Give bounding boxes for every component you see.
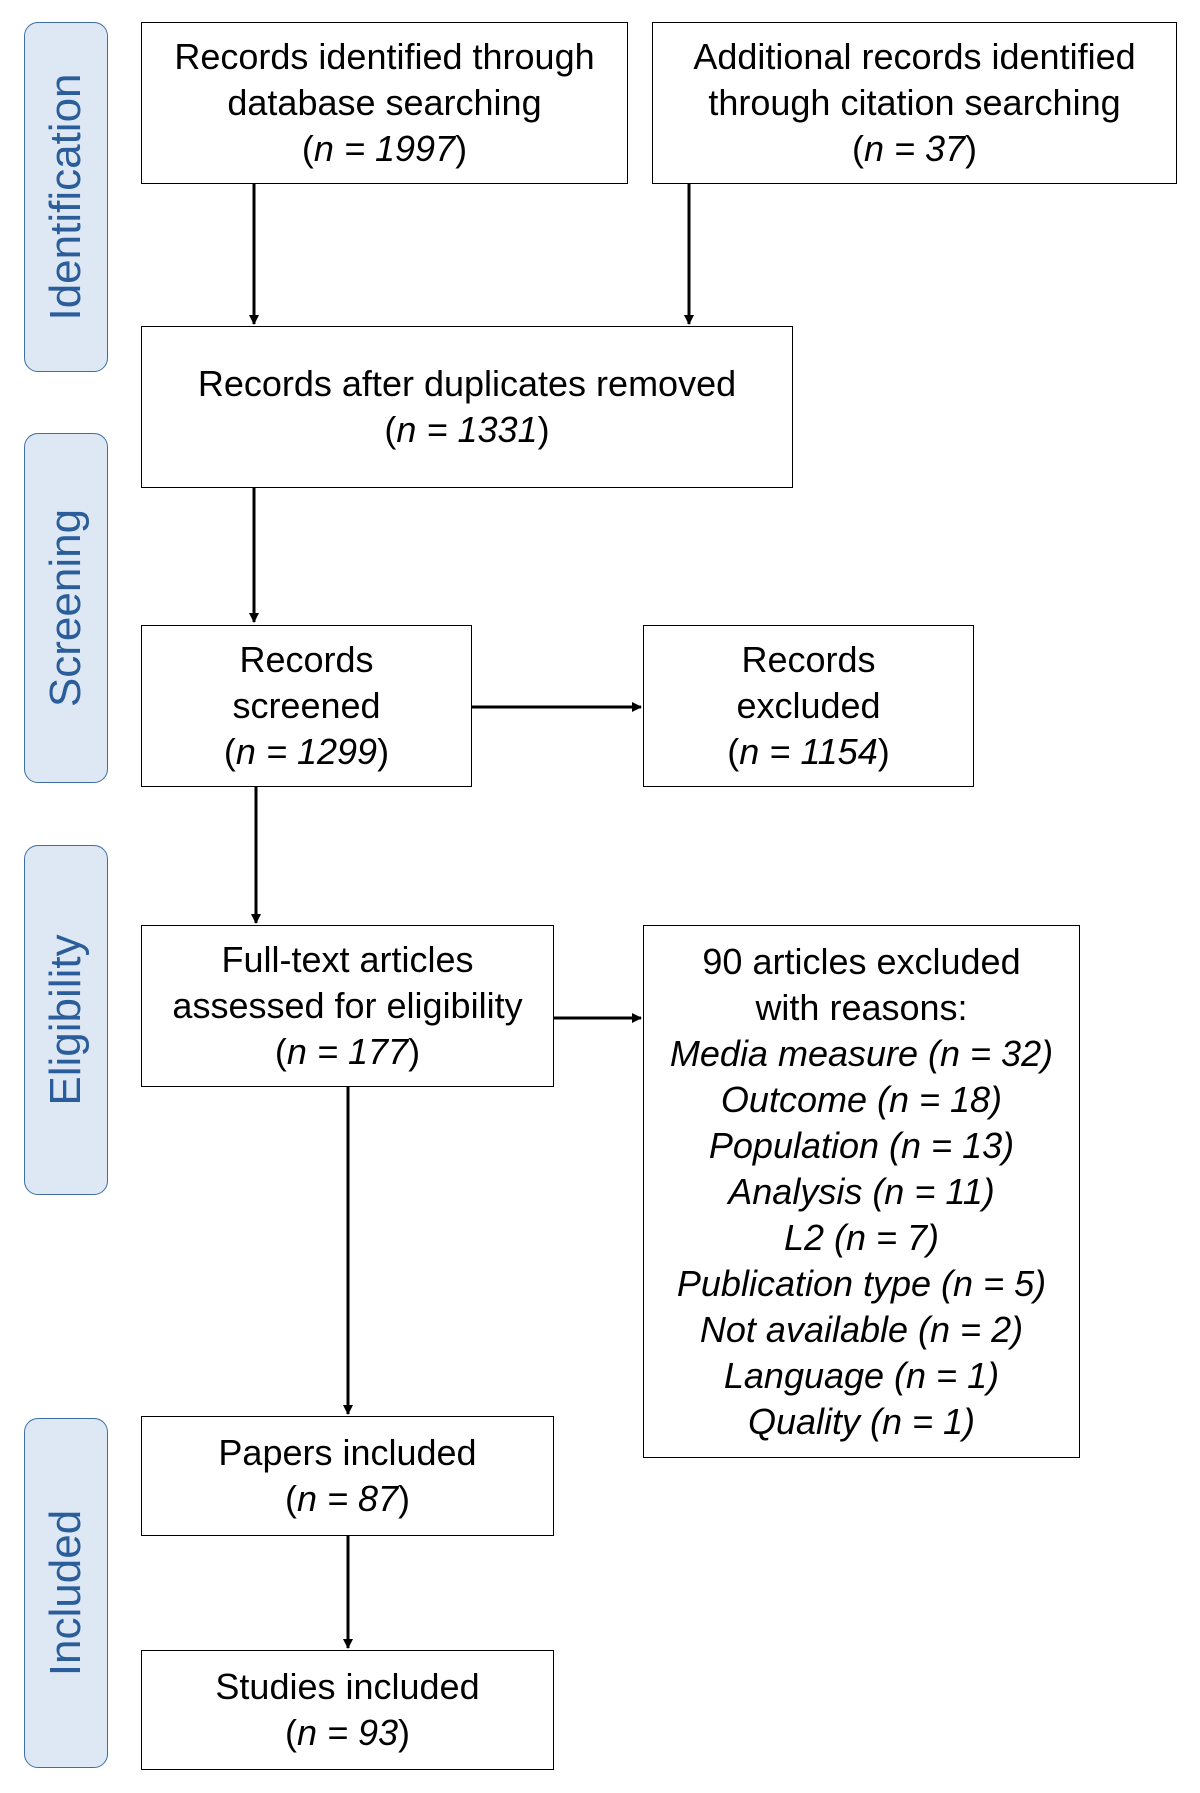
reason-item: L2 (n = 7): [783, 1216, 940, 1258]
screened-count: (n = 1299): [223, 731, 390, 772]
box-studies-included: Studies included (n = 93): [141, 1650, 554, 1770]
database-count: (n = 1997): [301, 128, 468, 169]
reason-item: Population (n = 13): [708, 1124, 1015, 1166]
box-fulltext-assessed: Full-text articles assessed for eligibil…: [141, 925, 554, 1087]
screened-line-1: Records: [239, 639, 374, 680]
box-exclusion-reasons: 90 articles excluded with reasons: Media…: [643, 925, 1080, 1458]
studies-count: (n = 93): [284, 1712, 411, 1753]
reason-item: Analysis (n = 11): [728, 1170, 995, 1212]
reason-item: Quality (n = 1): [747, 1400, 976, 1442]
fulltext-count: (n = 177): [274, 1031, 421, 1072]
box-records-screened: Records screened (n = 1299): [141, 625, 472, 787]
database-line-2: database searching: [227, 82, 542, 123]
excluded-count: (n = 1154): [727, 731, 890, 772]
phase-included: Included: [24, 1418, 108, 1768]
phase-screening: Screening: [24, 433, 108, 783]
phase-eligibility: Eligibility: [24, 845, 108, 1195]
box-after-duplicates: Records after duplicates removed (n = 13…: [141, 326, 793, 488]
duplicates-line-1: Records after duplicates removed: [197, 363, 737, 404]
box-database-records: Records identified through database sear…: [141, 22, 628, 184]
reasons-heading-2: with reasons:: [755, 986, 968, 1028]
database-line-1: Records identified through: [174, 36, 595, 77]
reasons-heading-1: 90 articles excluded: [702, 940, 1021, 982]
reason-item: Not available (n = 2): [699, 1308, 1024, 1350]
papers-count: (n = 87): [284, 1478, 411, 1519]
phase-identification: Identification: [24, 22, 108, 372]
reason-item: Publication type (n = 5): [676, 1262, 1047, 1304]
excluded-line-2: excluded: [736, 685, 881, 726]
reason-item: Language (n = 1): [723, 1354, 1000, 1396]
fulltext-line-1: Full-text articles: [221, 939, 474, 980]
duplicates-count: (n = 1331): [384, 409, 550, 450]
box-papers-included: Papers included (n = 87): [141, 1416, 554, 1536]
citation-count: (n = 37): [851, 128, 978, 169]
papers-line-1: Papers included: [218, 1432, 477, 1473]
reason-item: Outcome (n = 18): [720, 1078, 1003, 1120]
box-citation-records: Additional records identified through ci…: [652, 22, 1177, 184]
screened-line-2: screened: [232, 685, 381, 726]
excluded-line-1: Records: [741, 639, 876, 680]
citation-line-2: through citation searching: [708, 82, 1121, 123]
reason-item: Media measure (n = 32): [669, 1032, 1054, 1074]
fulltext-line-2: assessed for eligibility: [172, 985, 523, 1026]
box-records-excluded: Records excluded (n = 1154): [643, 625, 974, 787]
citation-line-1: Additional records identified: [693, 36, 1136, 77]
studies-line-1: Studies included: [215, 1666, 480, 1707]
